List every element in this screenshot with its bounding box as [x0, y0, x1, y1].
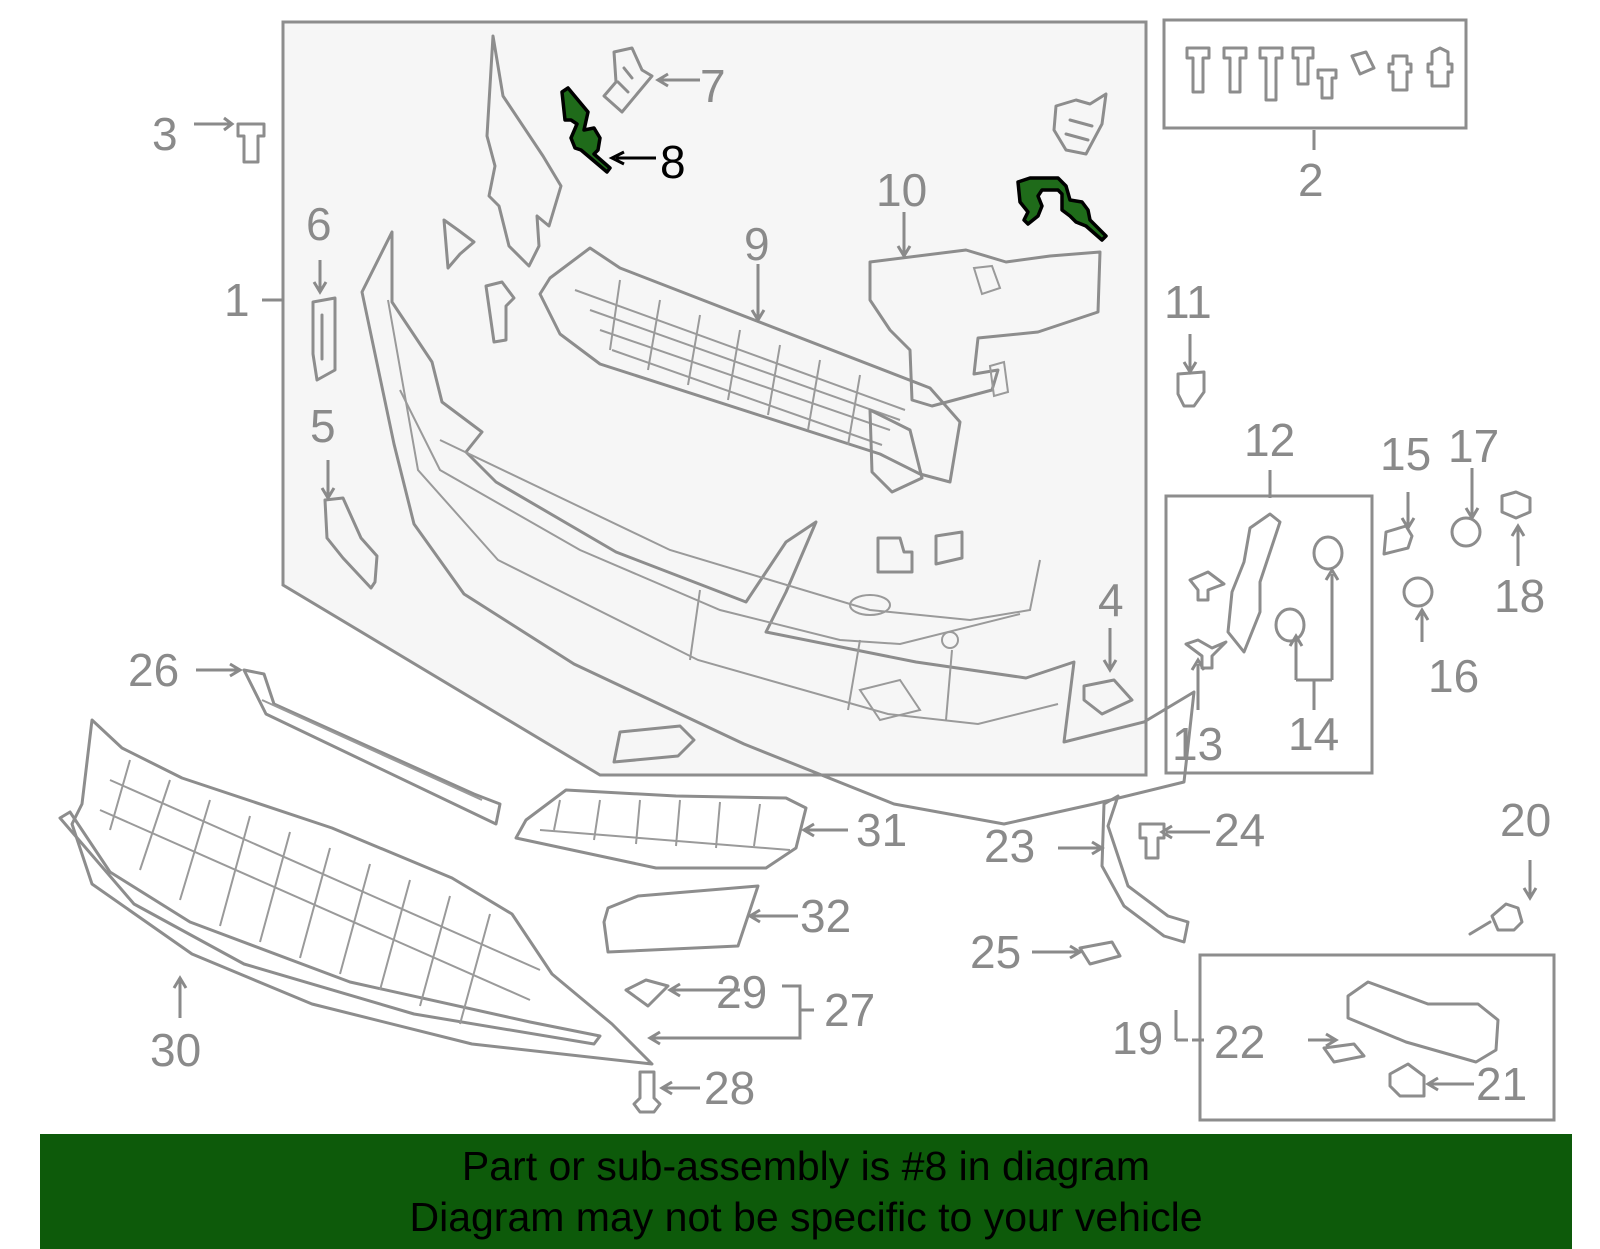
callout-22: 22	[1214, 1016, 1265, 1068]
part-20-bolt	[1468, 902, 1524, 936]
callout-2: 2	[1298, 154, 1324, 206]
upper-right-bracket	[1052, 92, 1108, 156]
callout-32: 32	[800, 890, 851, 942]
part-17-grommet	[1450, 516, 1482, 548]
callout-20: 20	[1500, 794, 1551, 846]
fastener-set	[1185, 46, 1454, 102]
callout-11: 11	[1164, 276, 1212, 328]
part-19-deflector	[1346, 980, 1500, 1064]
callout-1: 1	[224, 274, 250, 326]
callout-26: 26	[128, 644, 179, 696]
banner-line-1: Part or sub-assembly is #8 in diagram	[461, 1143, 1151, 1189]
part-25-clip	[1078, 940, 1122, 966]
part-13-clip-a	[1188, 570, 1226, 602]
bracket-small-a	[442, 218, 476, 270]
callout-29: 29	[716, 966, 767, 1018]
part-31-grille	[514, 788, 808, 870]
part-14-grommet-a	[1312, 535, 1344, 571]
part-15-screw	[1382, 524, 1414, 556]
part-5-strip	[323, 496, 379, 590]
part-16-grommet	[1402, 576, 1434, 608]
callout-24: 24	[1214, 804, 1265, 856]
part-7-bracket	[602, 46, 654, 114]
callout-30: 30	[150, 1024, 201, 1076]
front-bumper-cover	[360, 230, 1196, 826]
callout-31: 31	[856, 804, 907, 856]
grille-side-bracket	[485, 34, 563, 268]
part-23-strip	[1100, 794, 1190, 944]
callout-27: 27	[824, 984, 875, 1036]
callout-23: 23	[984, 820, 1035, 872]
part-14-grommet-b	[1274, 607, 1306, 643]
part-6-bracket	[311, 296, 337, 382]
part-4-cap	[1082, 678, 1134, 716]
callout-8: 8	[660, 136, 686, 188]
callout-21: 21	[1476, 1058, 1527, 1110]
part-8-clip-right	[1016, 176, 1108, 242]
callout-5: 5	[310, 400, 336, 452]
deflector-box-19	[1198, 953, 1556, 1122]
part-11-nut	[1176, 370, 1206, 408]
callout-9: 9	[744, 218, 770, 270]
callout-15: 15	[1380, 428, 1431, 480]
hardware-box-2	[1162, 18, 1468, 130]
clip-a	[876, 536, 914, 574]
callout-12: 12	[1244, 414, 1295, 466]
callout-18: 18	[1494, 570, 1545, 622]
callout-13: 13	[1172, 718, 1223, 770]
callout-7: 7	[700, 60, 726, 112]
bracket-small-b	[484, 280, 516, 344]
part-22-clip	[1322, 1042, 1366, 1064]
callout-4: 4	[1098, 574, 1124, 626]
callout-28: 28	[704, 1062, 755, 1114]
callout-10: 10	[876, 164, 927, 216]
part-30-undertray	[58, 718, 654, 1066]
part-3-clip	[236, 122, 266, 164]
part-32-cover	[602, 884, 760, 954]
banner-line-2: Diagram may not be specific to your vehi…	[409, 1194, 1203, 1240]
part-28-bolt	[632, 1070, 662, 1114]
info-banner: Part or sub-assembly is #8 in diagram Di…	[40, 1134, 1572, 1249]
part-21-cap	[1388, 1062, 1426, 1098]
callout-19: 19	[1112, 1012, 1163, 1064]
callout-16: 16	[1428, 650, 1479, 702]
part-29-clip	[624, 978, 670, 1008]
callout-3: 3	[152, 108, 178, 160]
leader-lines	[172, 72, 1538, 1096]
assembly-box-1	[281, 20, 1148, 777]
part-8-clip-left	[560, 86, 612, 174]
callout-17: 17	[1448, 420, 1499, 472]
part-10-bracket	[868, 248, 1102, 408]
clip-b	[934, 530, 964, 566]
part-26-strip	[242, 668, 502, 826]
part-9-grille	[538, 246, 962, 494]
callout-25: 25	[970, 926, 1021, 978]
part-13-clip-b	[1184, 638, 1228, 670]
callout-6: 6	[306, 198, 332, 250]
part-12-bracket	[1226, 512, 1282, 654]
callout-14: 14	[1288, 708, 1339, 760]
part-18-sleeve	[1500, 490, 1532, 520]
lower-trim-piece	[612, 724, 696, 764]
part-24-bolt	[1138, 822, 1166, 860]
